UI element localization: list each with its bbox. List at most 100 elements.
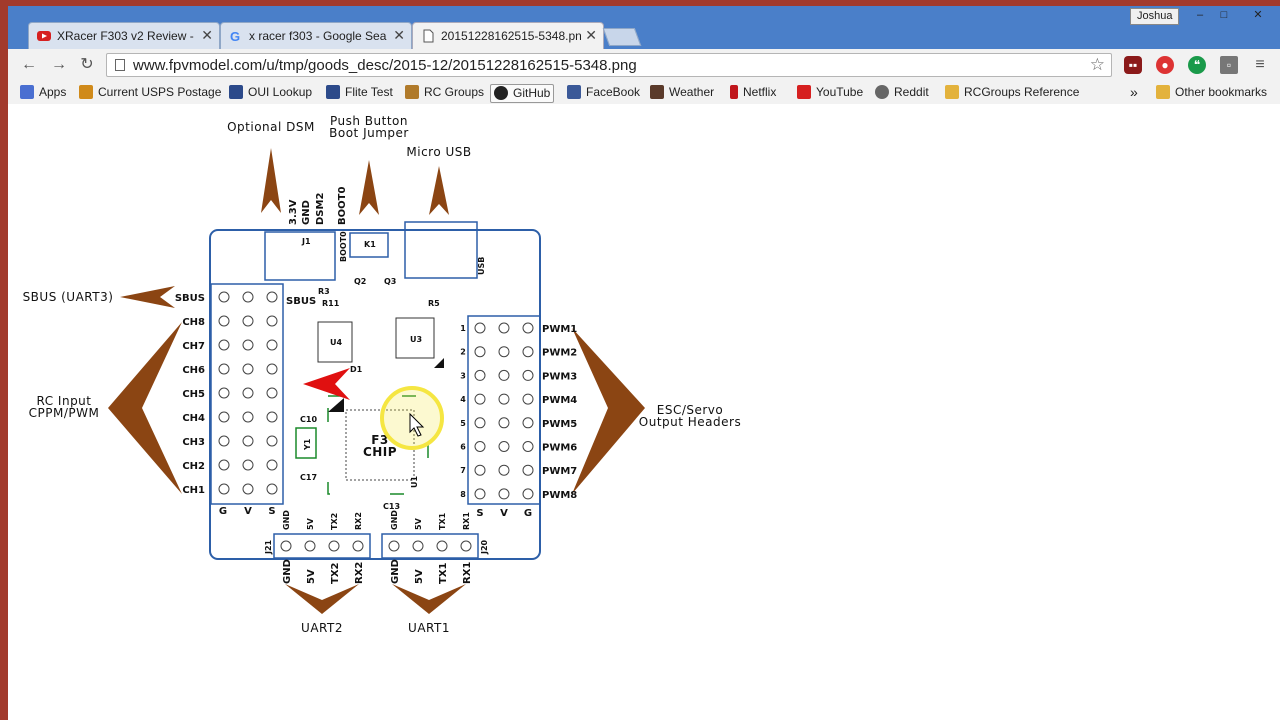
pin-hole [522, 369, 534, 381]
github-icon [494, 86, 508, 100]
pin-hole [218, 291, 230, 303]
label-push-button: Push Button [330, 114, 408, 128]
bookmark-youtube[interactable]: YouTube [797, 84, 863, 101]
pwm-number: 6 [460, 443, 466, 452]
address-bar[interactable]: www.fpvmodel.com/u/tmp/goods_desc/2015-1… [106, 53, 1112, 77]
bookmark-flite-test[interactable]: Flite Test [326, 84, 393, 101]
forward-arrow-icon: → [51, 56, 67, 73]
bookmark-rc-groups[interactable]: RC Groups [405, 84, 484, 101]
silk-j1: J1 [301, 237, 311, 246]
flitetest-icon [326, 85, 340, 99]
bookmark-oui-lookup[interactable]: OUI Lookup [229, 84, 312, 101]
pin-hole [498, 464, 510, 476]
bookmark-rcgroups-reference[interactable]: RCGroups Reference [945, 84, 1079, 101]
dsm-connector [264, 231, 336, 281]
bookmark-usps[interactable]: Current USPS Postage [79, 84, 221, 101]
uart2-pin-silk: TX2 [330, 513, 339, 530]
crystal-y1 [295, 427, 317, 459]
rc-pin-label: CH1 [182, 485, 205, 496]
tab-xracer-review[interactable]: XRacer F303 v2 Review - \ ✕ [28, 22, 220, 49]
pin-hole [498, 346, 510, 358]
close-icon[interactable]: ✕ [585, 27, 597, 43]
back-arrow-icon: ← [21, 56, 37, 73]
pwm-pin-label: PWM2 [542, 348, 577, 359]
pin-hole [474, 322, 486, 334]
minimize-button[interactable]: – [1196, 9, 1204, 21]
footer-v: V [244, 506, 252, 517]
silk-j21: J21 [264, 539, 273, 555]
other-bookmarks[interactable]: Other bookmarks [1156, 84, 1267, 101]
silk-r3: R3 [318, 287, 330, 296]
rc-pin-label: CH3 [182, 437, 205, 448]
pin-hole [266, 363, 278, 375]
google-icon: G [230, 29, 240, 43]
bookmarks-overflow-button[interactable]: » [1130, 84, 1138, 100]
extension-dashboard-icon[interactable]: ▪▪ [1124, 56, 1142, 74]
bookmark-weather[interactable]: Weather [650, 84, 714, 101]
rc-pin-label: CH7 [182, 341, 205, 352]
pwm-number: 3 [460, 371, 466, 380]
new-tab-button[interactable] [602, 28, 642, 46]
bookmark-label: YouTube [816, 85, 864, 99]
bookmark-reddit[interactable]: Reddit [875, 84, 929, 101]
pin-hole [242, 363, 254, 375]
bookmark-apps[interactable]: Apps [20, 84, 66, 101]
uart1-pin-label: 5V [414, 569, 425, 584]
footer-s: S [476, 508, 483, 519]
pin-hole [242, 483, 254, 495]
pin-hole [498, 417, 510, 429]
pin-hole [242, 315, 254, 327]
uart2-pin-label: GND [282, 559, 293, 584]
label-uart1: UART1 [408, 621, 450, 635]
footer-s: S [268, 506, 275, 517]
chip-label-f3: F3 [371, 433, 389, 447]
pin-hole [266, 291, 278, 303]
user-profile-button[interactable]: Joshua [1130, 8, 1180, 25]
pin-hole [218, 459, 230, 471]
pin-hole [218, 483, 230, 495]
pin-hole [522, 393, 534, 405]
pin-hole [218, 411, 230, 423]
youtube-icon [797, 85, 811, 99]
pwm-pin-label: PWM1 [542, 324, 577, 335]
reload-icon: ↻ [80, 56, 94, 73]
bookmark-star-icon[interactable]: ☆ [1089, 55, 1105, 74]
pin-hole [498, 441, 510, 452]
bookmark-facebook[interactable]: FaceBook [567, 84, 640, 101]
back-button[interactable]: ← [18, 55, 40, 75]
bookmark-netflix[interactable]: Netflix [730, 84, 776, 101]
pwm-number: 5 [460, 419, 466, 428]
pin-hole [522, 488, 534, 500]
uart2-pin-label: 5V [306, 569, 317, 584]
label-optional-dsm: Optional DSM [227, 120, 315, 134]
footer-g: G [219, 506, 227, 517]
bookmark-label: Weather [669, 85, 715, 99]
pin-label-gnd: GND [301, 200, 312, 225]
rc-pin-label: CH5 [182, 389, 205, 400]
pin-label-3v3: 3.3V [288, 199, 299, 225]
pin-hole [242, 435, 254, 447]
extension-page-icon[interactable]: ▫ [1220, 56, 1238, 74]
pin-hole [498, 488, 510, 500]
menu-icon[interactable]: ≡ [1255, 56, 1265, 73]
close-icon[interactable]: ✕ [393, 27, 405, 43]
close-icon[interactable]: ✕ [201, 27, 213, 43]
label-output-headers: Output Headers [639, 415, 741, 429]
rc-pin-label: CH6 [182, 365, 205, 376]
chip-label-chip: CHIP [363, 445, 397, 459]
close-window-button[interactable]: ✕ [1253, 9, 1263, 21]
bookmark-label: Current USPS Postage [98, 85, 222, 99]
reload-button[interactable]: ↻ [76, 55, 98, 75]
maximize-button[interactable]: □ [1220, 9, 1228, 21]
forward-button[interactable]: → [48, 55, 70, 75]
tab-current-image[interactable]: 20151228162515-5348.pn ✕ [412, 22, 604, 49]
flight-controller-diagram: Optional DSM Push Button Boot Jumper Mic… [23, 114, 741, 635]
bookmark-github[interactable]: GitHub [490, 84, 555, 103]
right-footer-labels: S V G [476, 508, 532, 519]
extension-lastpass-icon[interactable]: ● [1156, 56, 1174, 74]
tab-google-search[interactable]: G x racer f303 - Google Sea ✕ [220, 22, 412, 49]
weather-icon [650, 85, 664, 99]
chip-u3 [395, 317, 435, 359]
extension-evernote-icon[interactable]: ❝ [1188, 56, 1206, 74]
reddit-icon [875, 85, 889, 99]
